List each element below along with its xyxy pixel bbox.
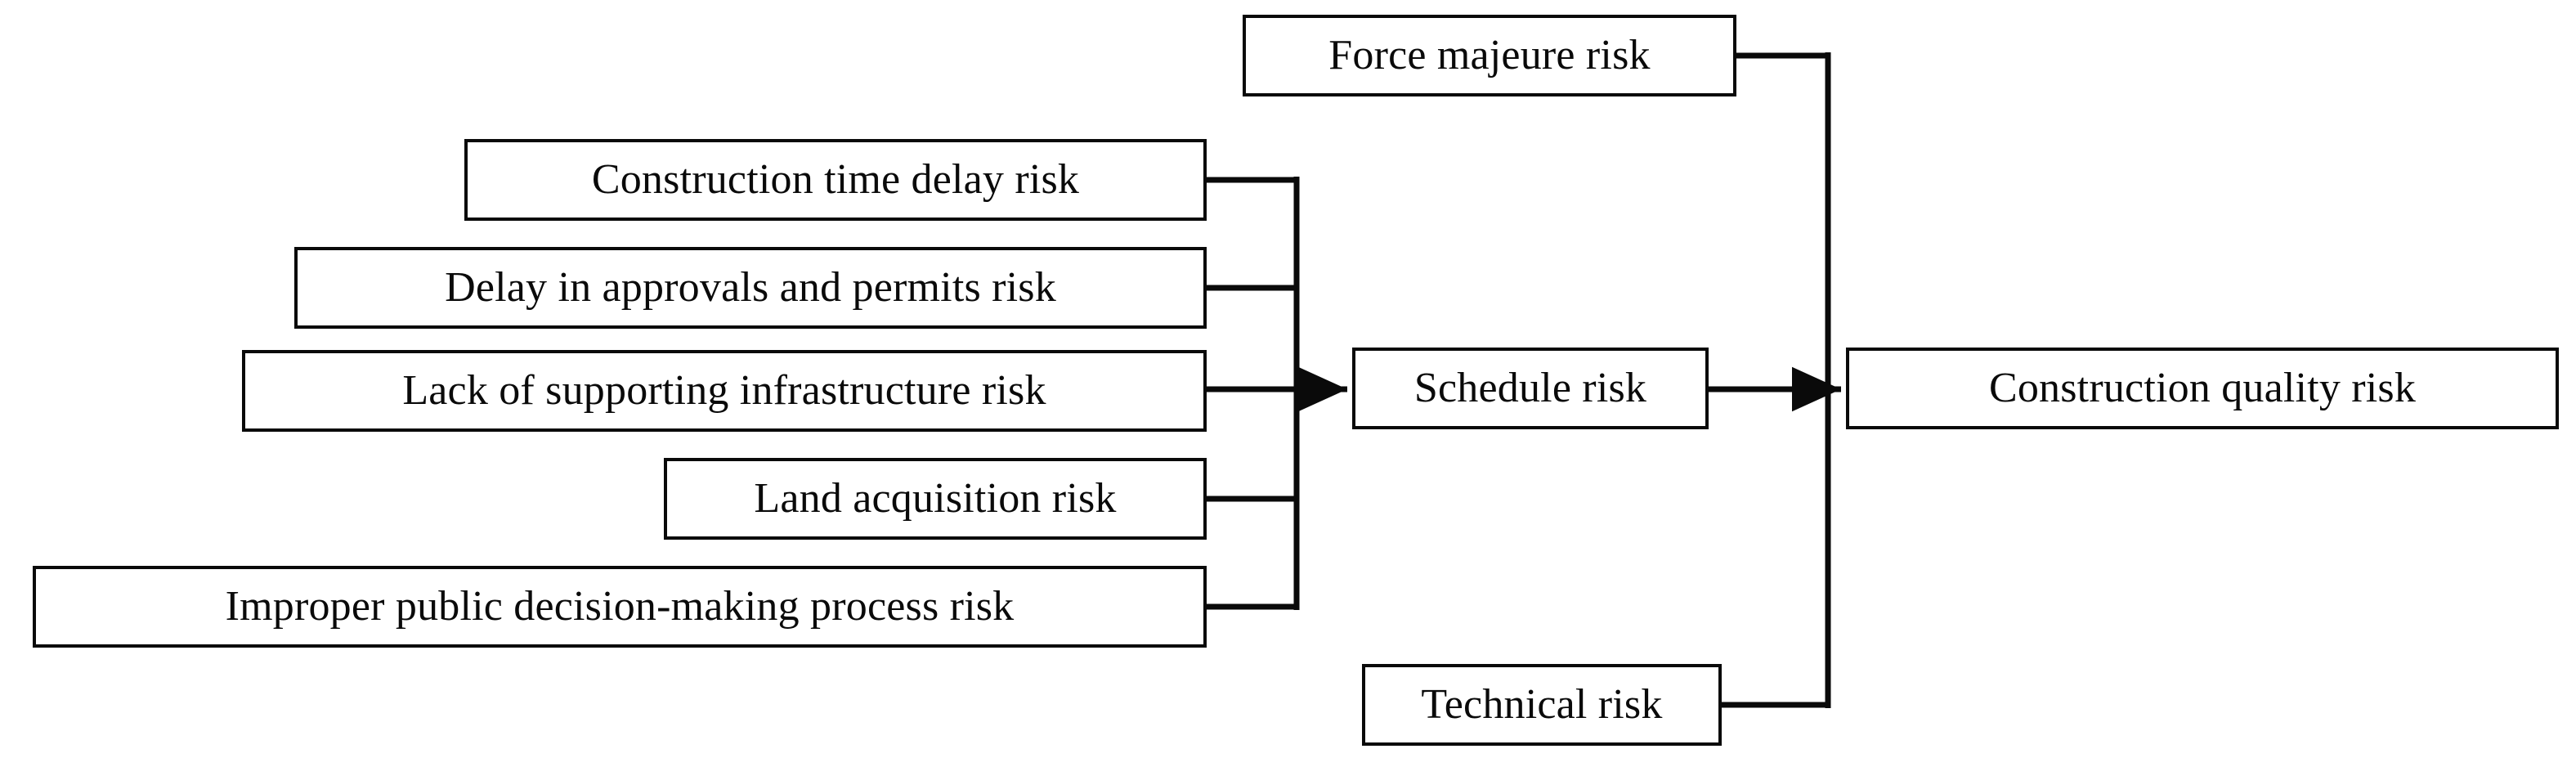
node-force-majeure-risk[interactable]: Force majeure risk: [1243, 15, 1736, 96]
node-label: Schedule risk: [1413, 365, 1647, 411]
node-label: Technical risk: [1421, 681, 1663, 728]
node-label: Construction quality risk: [1988, 365, 2417, 411]
node-technical-risk[interactable]: Technical risk: [1362, 664, 1722, 746]
node-construction-quality-risk[interactable]: Construction quality risk: [1846, 348, 2559, 429]
node-land-acquisition-risk[interactable]: Land acquisition risk: [664, 458, 1207, 540]
node-label: Construction time delay risk: [591, 156, 1080, 203]
node-lack-of-supporting-infrastructure-risk[interactable]: Lack of supporting infrastructure risk: [242, 350, 1207, 432]
node-label: Delay in approvals and permits risk: [445, 264, 1056, 311]
node-improper-public-decision-making-process-risk[interactable]: Improper public decision-making process …: [33, 566, 1207, 648]
node-schedule-risk[interactable]: Schedule risk: [1352, 348, 1709, 429]
right-bus-group: [1709, 52, 1841, 708]
node-label: Land acquisition risk: [754, 475, 1117, 522]
node-label: Force majeure risk: [1328, 32, 1651, 78]
node-delay-in-approvals-and-permits-risk[interactable]: Delay in approvals and permits risk: [294, 247, 1207, 329]
node-label: Improper public decision-making process …: [225, 583, 1015, 630]
node-label: Lack of supporting infrastructure risk: [402, 367, 1046, 414]
node-construction-time-delay-risk[interactable]: Construction time delay risk: [464, 139, 1207, 221]
left-bus-group: [1207, 177, 1347, 610]
